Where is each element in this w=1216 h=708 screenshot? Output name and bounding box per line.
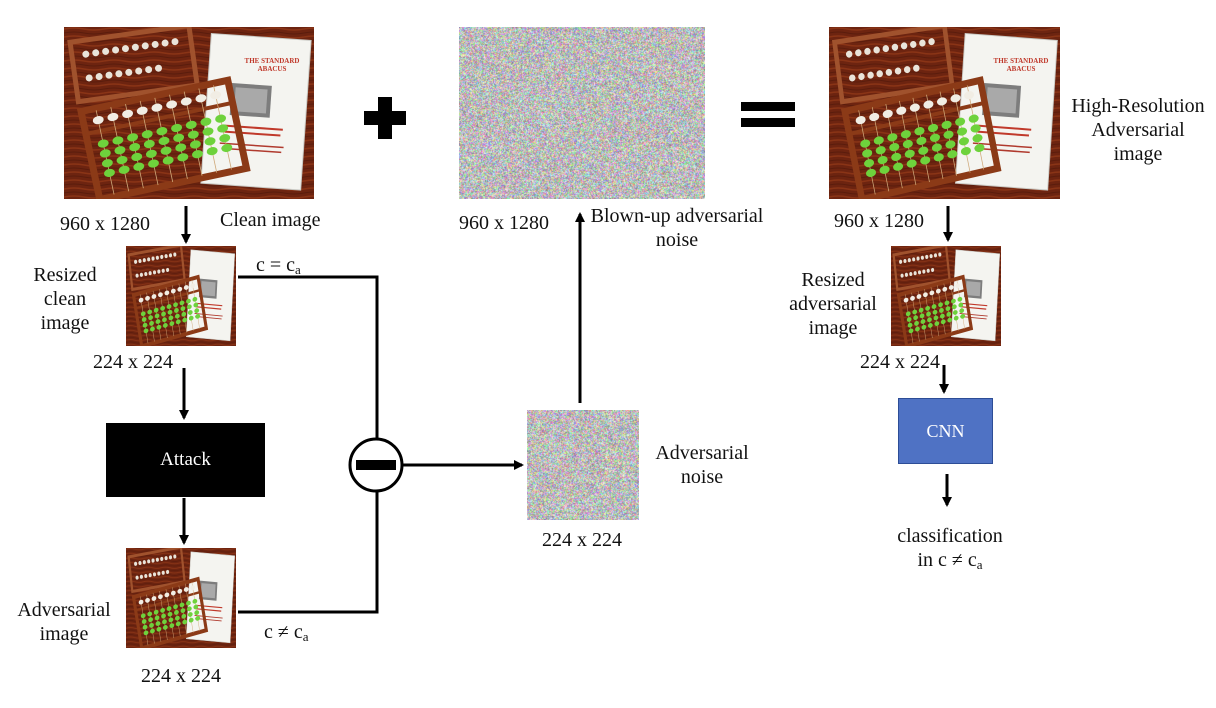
hr-adversarial-label-line1: High-Resolution [1071,95,1205,117]
classification-line2-sub: a [976,557,983,572]
adversarial-noise-image [527,410,639,520]
blown-up-noise-size: 960 x 1280 [459,212,549,234]
hr-adversarial-size: 960 x 1280 [834,210,924,232]
cnn-box [898,398,993,464]
classification-line2: in c ≠ ca [880,548,1020,577]
resized-adversarial-label: Resized adversarial image [778,268,888,340]
condition-bottom-text: c ≠ c [264,621,303,643]
hr-adversarial-label-line2: Adversarial [1091,119,1185,141]
condition-bottom-sub: a [302,629,309,644]
adversarial-image-label-line1: Adversarial [17,599,111,621]
adversarial-noise-label: Adversarial noise [648,441,756,489]
photo-title-line1: THE STANDARD [993,57,1049,65]
adversarial-noise-size: 224 x 224 [542,529,622,551]
blown-up-noise-label-line2: noise [655,229,699,251]
line-adversarial-to-subtract [238,488,379,614]
adversarial-image-label: Adversarial image [8,598,120,646]
clean-image-label: Clean image [220,209,321,231]
attack-box-label: Attack [160,449,211,470]
adversarial-image-size: 224 x 224 [141,665,221,687]
condition-top: c = ca [256,253,301,282]
hr-adversarial-label-line3: image [1113,143,1163,165]
classification-label: classification in c ≠ ca [880,524,1020,577]
blown-up-noise-label: Blown-up adversarial noise [588,204,766,252]
hr-adversarial-label: High-Resolution Adversarial image [1063,94,1213,166]
resized-adversarial-size: 224 x 224 [860,351,940,373]
condition-top-sub: a [295,262,301,277]
plus-icon [364,97,406,139]
condition-top-text: c = c [256,254,296,276]
clean-image-photo: THE STANDARD ABACUS [64,27,314,199]
resized-clean-label-line3: image [40,312,90,334]
classification-line1: classification [897,525,1003,547]
hr-adversarial-photo: THE STANDARD ABACUS [829,27,1060,199]
photo-title-line1: THE STANDARD [244,57,300,65]
blown-up-noise-label-line1: Blown-up adversarial [590,205,764,227]
adversarial-noise-label-line2: noise [680,466,724,488]
resized-clean-label-line2: clean [43,288,87,310]
blown-up-noise-image [459,27,705,199]
resized-adversarial-label-line2: adversarial [789,293,877,315]
resized-adversarial-label-line1: Resized [801,269,865,291]
resized-clean-label-line1: Resized [33,264,97,286]
photo-title-line2: ABACUS [1006,65,1036,73]
clean-image-size: 960 x 1280 [60,213,150,235]
attack-box [106,423,265,497]
subtract-operator [348,437,404,493]
adversarial-image-label-line2: image [39,623,89,645]
adversarial-noise-label-line1: Adversarial [655,442,749,464]
line-clean-to-subtract [238,275,379,443]
equals-icon [741,102,795,127]
resized-clean-label: Resized clean image [20,263,110,335]
photo-title-line2: ABACUS [257,65,287,73]
classification-line2-text: in c ≠ c [917,549,977,571]
resized-clean-size: 224 x 224 [93,351,173,373]
resized-adversarial-label-line3: image [808,317,858,339]
condition-bottom: c ≠ ca [264,620,309,649]
cnn-box-label: CNN [926,421,965,441]
